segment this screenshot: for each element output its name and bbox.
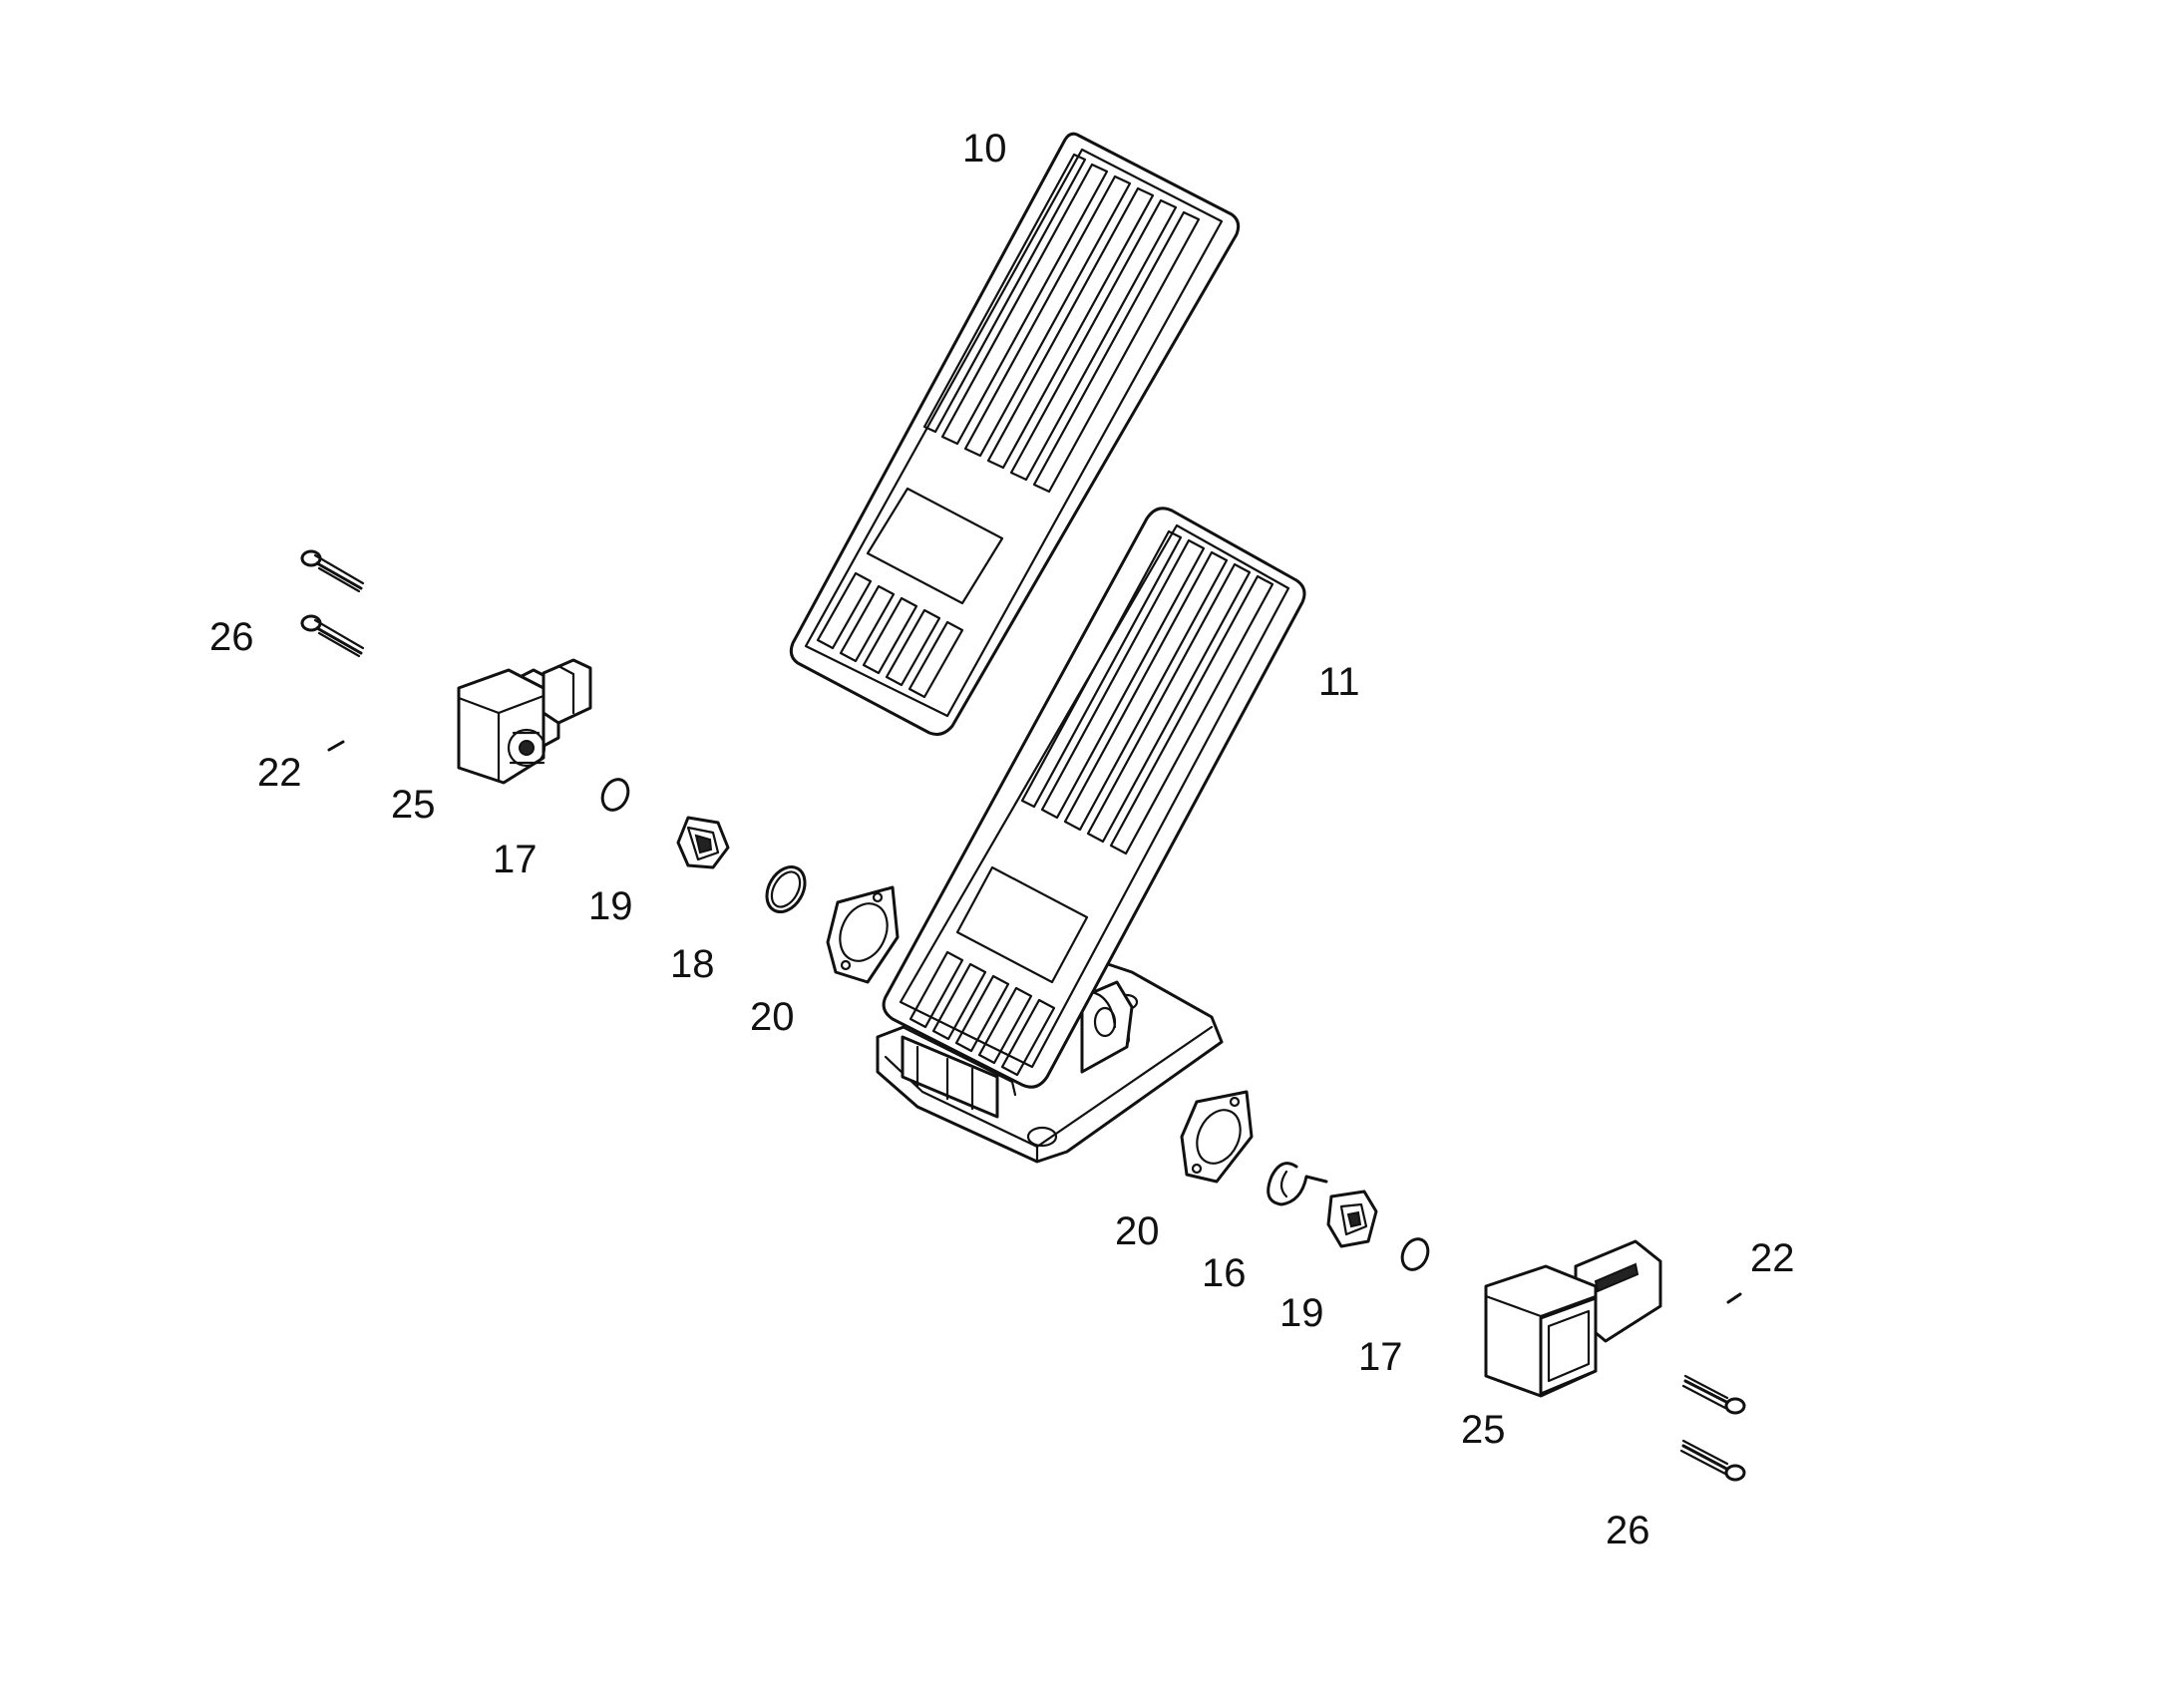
callout-11: 11 <box>1318 660 1360 704</box>
rotor-19-left <box>676 816 730 869</box>
sensor-25-left <box>457 658 592 785</box>
callout-26-right: 26 <box>1606 1509 1650 1552</box>
pin-22-right <box>1726 1292 1742 1304</box>
sensor-25-right <box>1484 1239 1662 1398</box>
bolt-26-right <box>1679 1374 1746 1482</box>
gasket-20-left <box>826 885 900 984</box>
gasket-20-right <box>1180 1090 1254 1184</box>
callout-19-right: 19 <box>1279 1291 1324 1335</box>
callout-26-left: 26 <box>209 615 254 659</box>
callout-25-left: 25 <box>391 783 436 827</box>
spring-ring-18 <box>765 865 807 913</box>
pedal-pad-10 <box>789 132 1241 736</box>
callout-18: 18 <box>670 942 715 986</box>
callout-20-right: 20 <box>1115 1209 1160 1253</box>
bolt-26-left <box>300 549 365 658</box>
pin-22-left <box>327 740 345 752</box>
callout-22-left: 22 <box>257 751 302 795</box>
ring-17-left <box>600 778 630 812</box>
callout-17-right: 17 <box>1358 1335 1403 1379</box>
rotor-19-right <box>1326 1190 1378 1248</box>
callout-10: 10 <box>962 127 1007 171</box>
callout-17-left: 17 <box>493 838 538 881</box>
pedal-assembly-11 <box>876 507 1306 1164</box>
callout-16: 16 <box>1202 1251 1247 1295</box>
callout-22-right: 22 <box>1750 1236 1795 1280</box>
callout-labels: 10 11 26 22 25 17 19 18 20 20 16 19 17 2… <box>209 127 1795 1552</box>
callout-25-right: 25 <box>1461 1408 1506 1452</box>
callout-19-left: 19 <box>588 884 633 928</box>
spring-16 <box>1267 1162 1328 1206</box>
ring-17-right <box>1400 1237 1430 1271</box>
callout-20-left: 20 <box>750 995 795 1039</box>
